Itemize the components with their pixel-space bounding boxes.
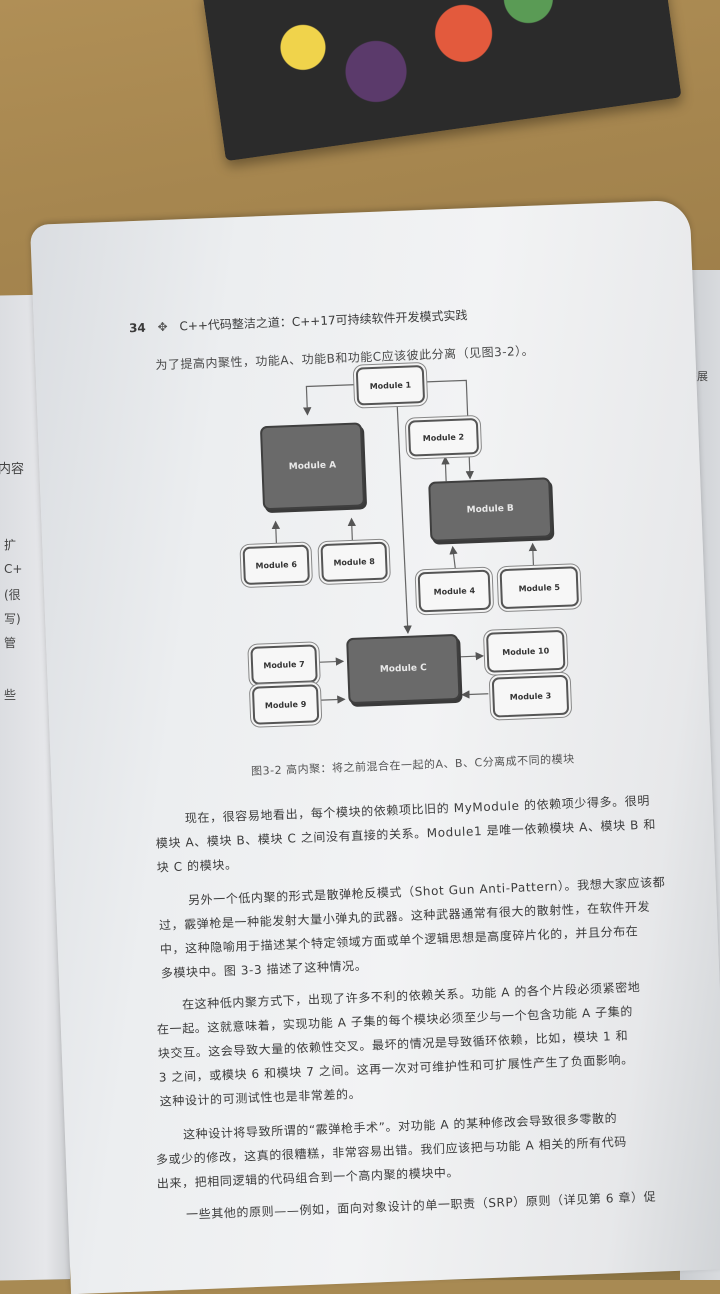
module-b-node: Module B <box>428 477 553 542</box>
module-10-node: Module 10 <box>485 629 566 673</box>
module-9-node: Module 9 <box>251 684 320 725</box>
module-2-node: Module 2 <box>407 417 480 457</box>
left-fragment: 写) <box>4 612 21 626</box>
module-a-node: Module A <box>259 422 366 511</box>
book-page: 34 ✥ C++代码整洁之道：C++17可持续软件开发模式实践 为了提高内聚性，… <box>30 199 720 1294</box>
module-6-node: Module 6 <box>242 544 310 586</box>
paragraph-line: 块 C 的模块。 <box>156 857 238 875</box>
left-fragment: 扩 <box>4 538 17 552</box>
module-7-node: Module 7 <box>250 644 318 685</box>
left-fragment: C+ <box>4 562 23 576</box>
module-3-node: Module 3 <box>491 674 570 718</box>
module-1-node: Module 1 <box>355 364 426 406</box>
left-fragment: 些 <box>4 688 17 702</box>
left-fragment: 内容 <box>0 462 25 477</box>
module-4-node: Module 4 <box>417 569 492 613</box>
module-5-node: Module 5 <box>499 566 580 610</box>
left-fragment: 管 <box>4 636 17 650</box>
module-8-node: Module 8 <box>320 541 388 583</box>
left-fragment: (很 <box>4 588 21 602</box>
module-c-node: Module C <box>346 633 461 705</box>
